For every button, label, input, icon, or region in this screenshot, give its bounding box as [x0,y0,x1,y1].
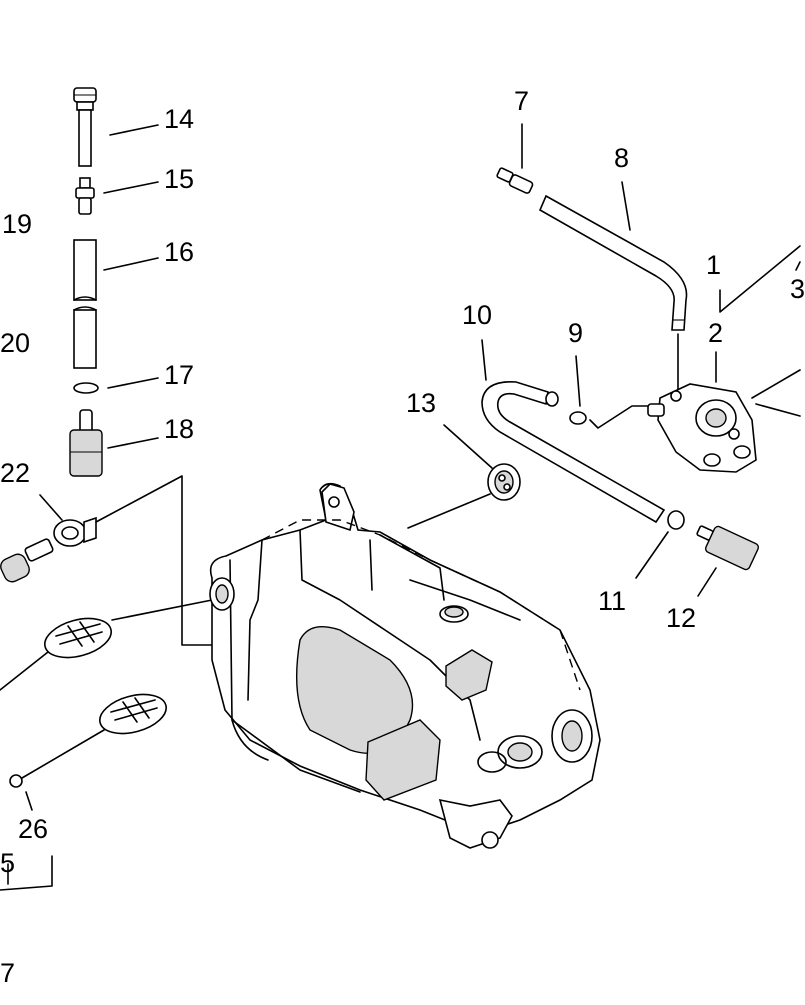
label-part-15: 15 [164,164,195,194]
label-part-17: 17 [164,360,195,390]
leader-17 [107,377,159,389]
leader-1 [719,245,801,313]
label-part-1: 1 [706,250,722,280]
leader-15 [103,181,159,194]
leader-housing-hole [111,599,213,621]
part-13-grommet [487,463,521,501]
label-part-2: 2 [708,318,724,348]
leader-13-to-housing [407,493,491,529]
label-part-12: 12 [666,603,697,633]
label-part-16: 16 [164,237,195,267]
label-part-13: 13 [406,388,437,418]
leader-4 [755,403,801,417]
part-18-filter [69,409,103,477]
label-part-20: 20 [0,328,31,358]
part-12-filter [696,525,760,571]
leader-9-to-pump [589,405,649,429]
part-14-tube [73,87,97,167]
part-2-oil-pump [647,383,757,473]
part-9-oring [569,411,587,425]
label-part-10: 10 [462,300,493,330]
label-part-11: 11 [598,586,627,616]
leader-18 [107,437,159,449]
leader-9 [575,355,581,407]
leader-11 [635,531,669,579]
part-7-nipple [496,167,534,194]
part-11-ring [667,510,685,530]
leader-14 [109,124,159,136]
leader-1-tick [795,261,801,271]
leader-3 [751,369,801,399]
label-part-18: 18 [164,414,195,444]
label-part-26: 26 [18,814,49,844]
part-25-key [0,617,112,691]
part-16-tube [73,239,97,369]
label-part-27: 7 [0,958,16,988]
label-part-7: 7 [514,86,530,116]
main-housing [209,482,601,849]
part-17-oring [73,382,99,394]
part-10-hose [481,381,666,524]
part-22-cap [53,516,97,547]
leader-13 [443,424,493,469]
part-15-connector [75,177,95,215]
label-part-8: 8 [614,143,630,173]
label-part-25: 5 [0,848,16,878]
part-21-screw [0,538,54,583]
leader-26 [25,791,33,811]
leader-22 [39,494,63,521]
leader-10 [481,339,487,381]
part-8-hose [538,194,688,331]
label-part-9: 9 [568,318,584,348]
label-part-22: 22 [0,458,31,488]
label-part-14: 14 [164,104,195,134]
label-part-19: 19 [2,209,33,239]
bracket-25 [0,855,53,891]
part-26-key [9,693,167,788]
leader-8 [621,181,631,231]
leader-16 [103,257,159,271]
leader-12 [697,567,717,597]
label-part-3: 3 [790,274,805,304]
